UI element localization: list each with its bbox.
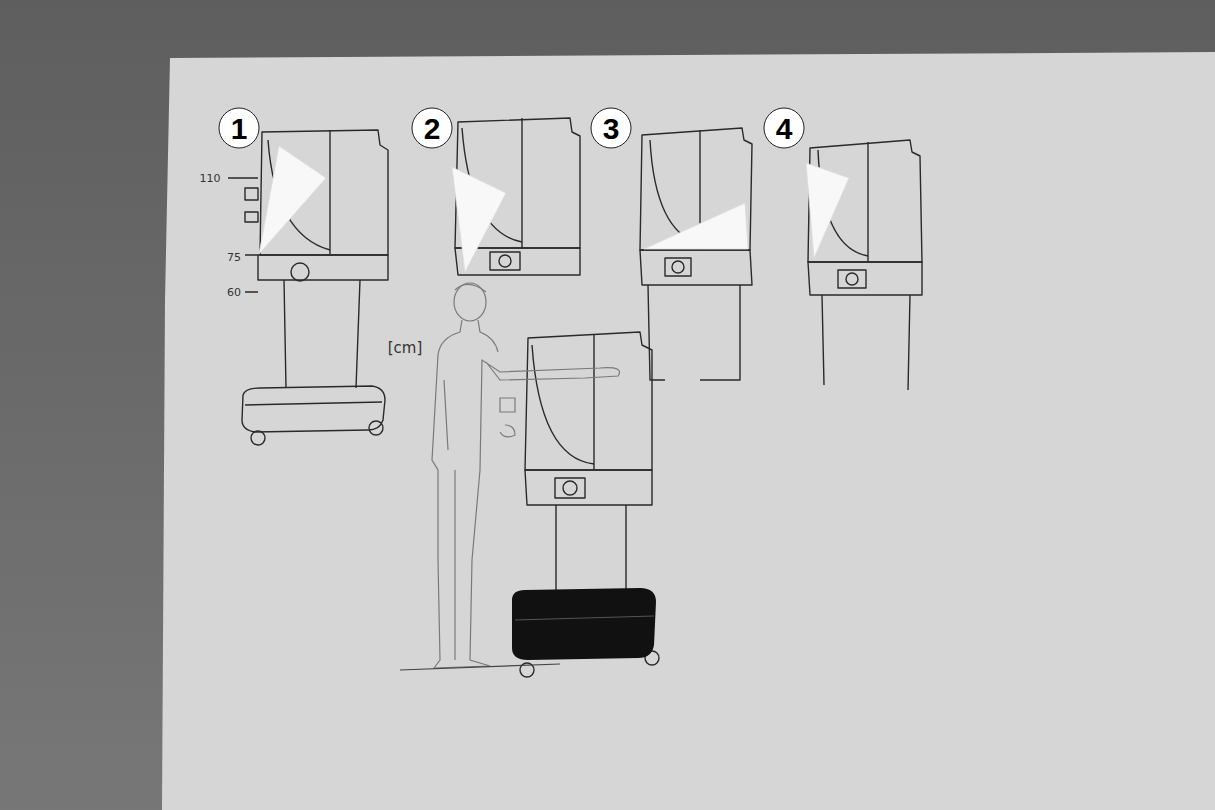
callout-circle [219,108,259,148]
callout-number: 1 [231,114,248,144]
view-triangle-2 [452,167,506,272]
view-triangle-4 [806,163,849,258]
paper-sheet [162,52,1215,810]
dimension-label: 75 [227,252,241,263]
dimension-label: 60 [227,287,241,298]
view-triangle-1 [259,146,326,254]
device-sketch-3 [640,128,752,380]
callout-number: 2 [424,114,441,144]
base-edge [515,616,654,620]
device-base [512,588,656,660]
callout-circle [591,108,631,148]
unit-label: [cm] [388,341,423,356]
dimension-label: 110 [200,173,221,184]
floor-line [400,664,560,670]
view-triangle-3 [644,203,748,249]
callout-number: 3 [603,114,620,144]
callout-circle [412,108,452,148]
person-figure [432,283,620,668]
callout-number: 4 [776,114,793,144]
callout-circle [764,108,804,148]
device-sketch-1 [228,130,388,445]
